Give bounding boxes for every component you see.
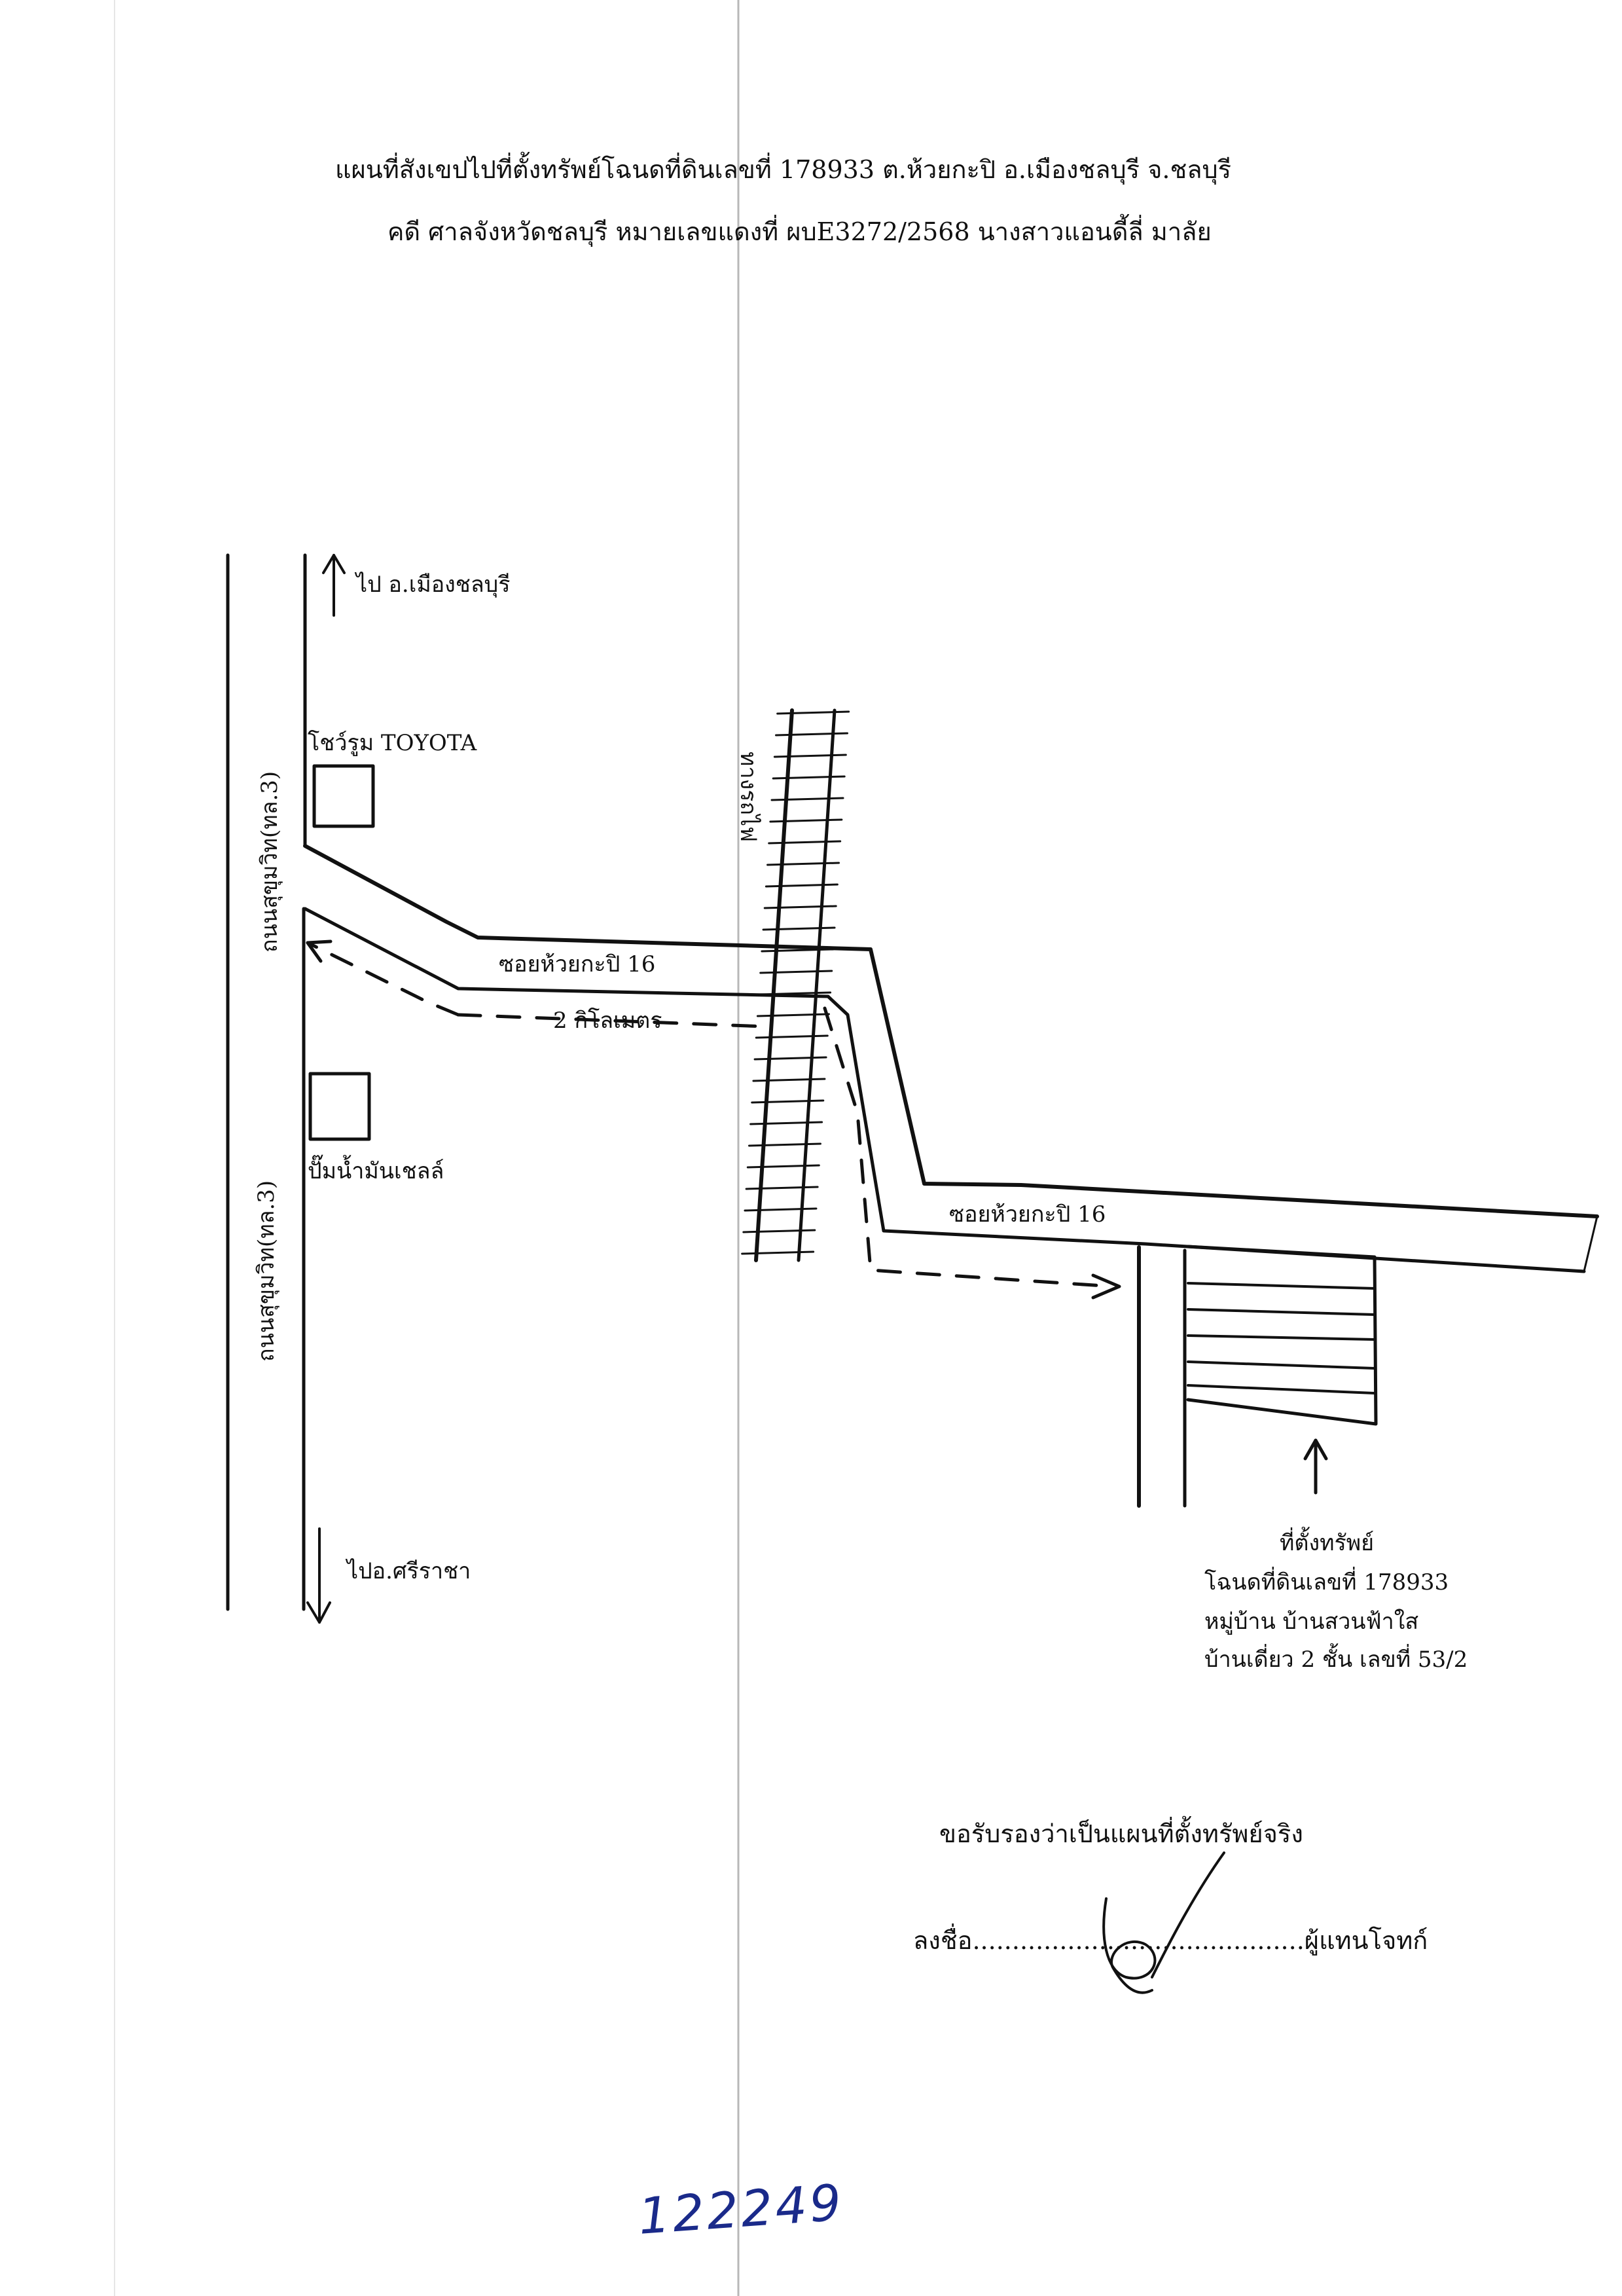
railway-tie <box>745 1186 819 1190</box>
label-shell: ปั๊มน้ำมันเชลล์ <box>308 1158 444 1184</box>
railway-rail-right <box>797 708 837 1262</box>
property-deed: โฉนดที่ดินเลขที่ 178933 <box>1204 1569 1449 1595</box>
railway-tie <box>751 1099 825 1104</box>
route-dashed-left <box>306 941 460 1017</box>
railway-tie <box>741 1250 815 1255</box>
railway-tie <box>762 926 836 931</box>
railway-tie <box>775 732 849 737</box>
certification-statement: ขอรับรองว่าเป็นแผนที่ตั้งทรัพย์จริง <box>939 1819 1303 1848</box>
property-plot-lines <box>1187 1282 1376 1394</box>
arrow-south-head <box>306 1601 331 1624</box>
railway-tie <box>742 1229 816 1233</box>
railway-tie <box>776 710 850 715</box>
property-arrow-head <box>1303 1438 1328 1461</box>
property-house: บ้านเดี่ยว 2 ชั้น เลขที่ 53/2 <box>1204 1647 1468 1673</box>
toyota-showroom-box <box>312 764 375 828</box>
arrow-north-head <box>322 554 346 574</box>
railway-tie <box>756 1013 830 1017</box>
railway-ties <box>741 710 850 1255</box>
railway-rail-left <box>754 708 794 1262</box>
label-road-lower: ถนนสุขุมวิท(ทล.3) <box>253 1180 279 1362</box>
soi-road-upper-edge-a <box>303 844 1599 1218</box>
railway-tie <box>761 948 835 953</box>
map-title-line-1: แผนที่สังเขปไปที่ตั้งทรัพย์โฉนดที่ดินเลข… <box>335 155 1232 184</box>
label-road-upper: ถนนสุขุมวิท(ทล.3) <box>257 771 283 953</box>
railway-tie <box>753 1056 827 1061</box>
signature-line: ลงชื่อ..................................… <box>913 1928 1428 1953</box>
label-to-north: ไป อ.เมืองชลบุรี <box>356 572 511 598</box>
route-arrow-left-head <box>306 939 333 963</box>
railway-tie <box>748 1142 821 1147</box>
railway-tie <box>773 754 847 758</box>
railway-tie <box>752 1078 826 1082</box>
label-toyota: โชว์รูม TOYOTA <box>308 730 477 756</box>
label-railway: ทางรถไฟ <box>735 752 761 843</box>
property-heading: ที่ตั้งทรัพย์ <box>1280 1530 1375 1556</box>
railway-tie <box>755 1034 829 1039</box>
railway-tie <box>765 883 838 888</box>
route-dashed-upper <box>456 1013 768 1029</box>
railway-tie <box>758 991 832 996</box>
railway-tie <box>759 970 833 974</box>
label-soi-upper: ซอยห้วยกะปิ 16 <box>499 951 656 977</box>
railway-tie <box>766 862 840 866</box>
property-village: หมู่บ้าน บ้านสวนฟ้าใส <box>1204 1609 1419 1635</box>
railway-tie <box>746 1164 820 1169</box>
railway-tie <box>744 1207 818 1212</box>
railway-tie <box>763 905 837 909</box>
railway-tie <box>769 818 843 823</box>
railway-tie <box>768 840 842 845</box>
railway-tie <box>772 775 846 780</box>
map-title-line-2: คดี ศาลจังหวัดชลบุรี หมายเลขแดงที่ ผบE32… <box>387 217 1212 246</box>
railway-tie <box>770 797 844 801</box>
sign-prefix: ลงชื่อ <box>913 1926 973 1955</box>
label-distance: 2 กิโลเมตร <box>553 1008 662 1034</box>
label-to-south: ไปอ.ศรีราชา <box>347 1558 471 1584</box>
signature-scribble <box>1102 1851 1225 1994</box>
sign-suffix: ผู้แทนโจทก์ <box>1304 1926 1428 1955</box>
railway-tie <box>749 1121 823 1125</box>
label-soi-lower: ซอยห้วยกะปิ 16 <box>949 1201 1106 1228</box>
sign-dots: ........................................… <box>972 1926 1305 1955</box>
route-dashed-lower <box>823 1006 1115 1288</box>
shell-station-box <box>308 1072 371 1141</box>
soi-road-upper-edge-b <box>303 907 1586 1273</box>
route-arrow-right-head <box>1091 1273 1121 1300</box>
soi-road-end-cap <box>1583 1215 1598 1273</box>
